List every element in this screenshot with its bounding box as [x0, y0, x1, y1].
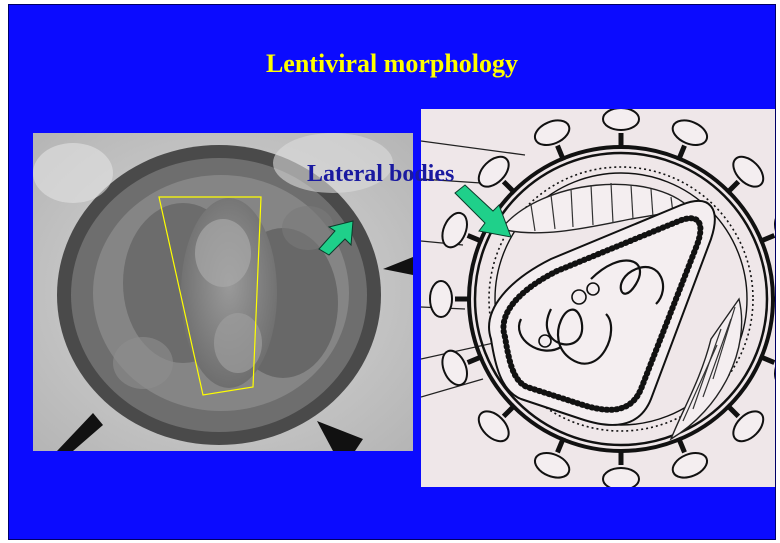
- virion-diagram-image: [421, 109, 776, 487]
- lateral-bodies-label: Lateral bodies: [307, 161, 454, 188]
- slide-title: Lentiviral morphology: [9, 49, 775, 79]
- right-arrow-icon: [451, 183, 521, 241]
- spike-head: [603, 109, 639, 130]
- spike-head: [603, 468, 639, 487]
- spike-head: [430, 281, 452, 317]
- diagram-svg: [421, 109, 776, 487]
- slide: Lentiviral morphology: [8, 4, 776, 540]
- left-arrow-icon: [313, 205, 383, 255]
